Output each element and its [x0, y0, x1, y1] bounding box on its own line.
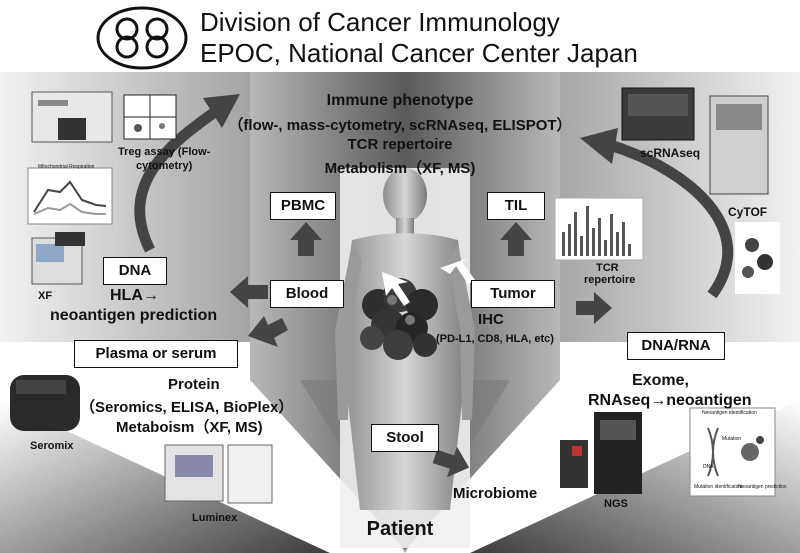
dna-inset-label: DNA [703, 464, 714, 470]
ngs-instrument-image [560, 412, 642, 494]
mito-chart-label: Mitochondrial Respiration [38, 164, 95, 170]
hla-label: HLA→ [110, 287, 159, 304]
treg-flow-plot [123, 94, 177, 140]
plasma-serum-box: Plasma or serum [74, 340, 238, 368]
arrow-right-microbiome [432, 446, 470, 478]
stool-box: Stool [371, 424, 439, 452]
neoantigen-identification-inset [689, 407, 776, 497]
curved-arrow-right [608, 139, 734, 299]
treg-assay-label: Treg assay (Flow- [118, 146, 211, 158]
dna-rna-box: DNA/RNA [627, 332, 725, 360]
tcr-repertoire-label: TCR repertoire [347, 136, 453, 153]
mutation-identification-label: Mutation identification [694, 484, 743, 490]
ihc-label: IHC [478, 311, 504, 328]
tcr-repertoire-chart [554, 197, 644, 261]
title-line-1: Division of Cancer Immunology [200, 7, 560, 37]
curved-arrow-right-head [580, 128, 618, 164]
treg-assay-label-2: cytometry) [136, 160, 193, 172]
seromix-label: Seromix [30, 440, 74, 452]
blood-box: Blood [270, 280, 344, 308]
immune-phenotype-label: Immune phenotype [326, 92, 474, 109]
cytof-instrument-image [709, 95, 769, 195]
xf-label: XF [38, 290, 53, 302]
mito-respiration-chart [27, 167, 113, 225]
immune-methods-label: （flow-, mass-cytometry, scRNAseq, ELISPO… [228, 117, 572, 134]
xf-analyzer-image [31, 232, 85, 285]
luminex-instrument-image [164, 444, 273, 504]
ihc-detail-label: (PD-L1, CD8, HLA, etc) [436, 333, 554, 345]
rnaseq-label: RNAseq→neoantigen [588, 392, 752, 409]
curved-arrow-left-head [203, 94, 240, 128]
microbiome-label: Microbiome [453, 485, 538, 502]
arrow-left-plasma [248, 316, 288, 347]
tumor-box: Tumor [471, 280, 555, 308]
tcr-repertoire-label-2: repertoire [584, 274, 636, 286]
scrnaseq-instrument-image [621, 87, 695, 141]
cytof-label: CyTOF [728, 205, 768, 219]
luminex-label: Luminex [192, 512, 238, 524]
curved-arrow-left [134, 107, 219, 253]
protein-methods-label: （Seromics, ELISA, BioPlex） [80, 399, 294, 416]
tumor-pointer-arrow-right [440, 258, 475, 284]
seromix-instrument-image [10, 375, 80, 431]
title-line-2: EPOC, National Cancer Center Japan [200, 38, 638, 68]
neoantigen-prediction-inset-label: Neoantigen prediction [738, 484, 787, 490]
neoantigen-prediction-label: neoantigen prediction [50, 307, 218, 324]
scrnaseq-label: scRNAseq [640, 146, 701, 160]
pbmc-box: PBMC [270, 192, 336, 220]
mutation-label: Mutation [722, 436, 742, 442]
flow-cytometer-image [31, 91, 113, 143]
tcr-repertoire-label-1: TCR [596, 262, 619, 274]
protein-label: Protein [168, 376, 220, 393]
arrow-up-til [500, 222, 532, 256]
neo-id-label: Neoantigen identification [702, 410, 757, 416]
patient-label: Patient [366, 518, 434, 540]
tumor-pointer-arrow-left [382, 272, 410, 306]
ngs-label: NGS [604, 498, 628, 510]
protein-metab-label: Metaboism（XF, MS) [116, 419, 263, 436]
arrow-up-pbmc [290, 222, 322, 256]
division-logo [96, 6, 188, 70]
dna-box: DNA [103, 257, 167, 285]
metabolism-label: Metabolism（XF, MS) [324, 160, 476, 177]
arrow-right-dna-rna [576, 292, 612, 324]
exome-label: Exome, [632, 372, 689, 389]
arrow-left-dna [230, 276, 268, 308]
til-box: TIL [487, 192, 545, 220]
cytof-tsne-plot [735, 222, 780, 294]
